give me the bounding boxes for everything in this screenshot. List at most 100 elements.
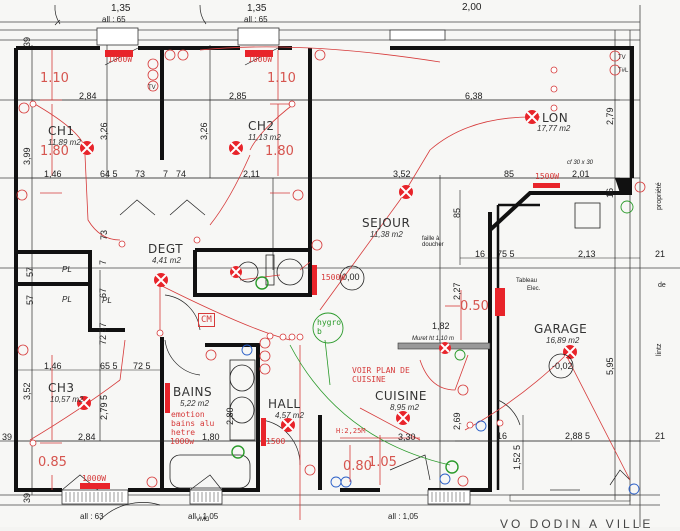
label-sejour-power: 1500W (321, 273, 346, 282)
room-salon-name: LON (542, 111, 569, 125)
label-elec: Elec. (527, 286, 541, 292)
room-degt-area: 4,41 m2 (152, 256, 181, 265)
room-ch1-name: CH1 (48, 124, 75, 138)
dim-garage-f: 2,88 5 (565, 431, 591, 441)
label-ch2-power: 1000W (248, 55, 273, 64)
garage-door-frame (509, 494, 631, 502)
height-ch1-low: 1.80 (40, 144, 69, 159)
room-sejour-area: 11,38 m2 (370, 230, 403, 239)
label-bottom-title: VO DODIN A VILLE (500, 517, 654, 531)
height-ch1-top: 1.10 (40, 71, 69, 86)
dim-row2-d: 7 (163, 169, 169, 179)
dim-row2-a: 1,46 (44, 169, 62, 179)
label-tel-salon: T#L (618, 68, 629, 74)
level-garage: -0,02 (552, 361, 573, 371)
room-bains-name: BAINS (173, 385, 213, 399)
room-cuisine-area: 8,95 m2 (390, 403, 419, 412)
label-ch3-power: 1000W (82, 474, 107, 483)
level-marker-sejour (339, 265, 365, 291)
room-pl-2: PL (62, 295, 72, 304)
dim-top-ch1-window: 1,35 (111, 3, 131, 14)
room-garage-area: 16,89 m2 (546, 336, 580, 345)
label-ch1-power: 1000W (108, 55, 133, 64)
heaters (80, 50, 560, 489)
vmc-vents (231, 200, 634, 474)
height-garage-panel: 0.50 (460, 299, 489, 314)
dim-v-bains: 2,80 (225, 407, 235, 425)
ventilation-lines (289, 339, 451, 466)
dim-row2-b: 64 5 (100, 169, 118, 179)
height-ch2-top: 1.10 (267, 71, 296, 86)
label-lintz: lintz (656, 343, 663, 356)
dim-v-ch3-depth: 3,52 (22, 382, 32, 400)
level-marker-garage (548, 353, 574, 379)
bath-fixtures (169, 202, 601, 489)
dim-top-ch1-sill: all : 65 (102, 15, 126, 24)
dim-garage-d: 21 (655, 249, 666, 259)
dim-v-pl2: 57 (25, 294, 35, 305)
label-cuisine-note-2: CUISINE (352, 375, 386, 384)
dim-lower-a: 1,46 (44, 361, 62, 371)
dim-v-ch3-inner: 2,79 5 (99, 394, 109, 420)
dim-v-a: 7 (98, 259, 108, 265)
room-ch1-area: 11,89 m2 (48, 138, 81, 147)
dim-top-ch2-window: 1,35 (247, 3, 267, 14)
window-hatching (65, 492, 465, 502)
dim-v-garage-lower: 1,52 5 (512, 444, 522, 470)
dim-v-salon: 2,79 (605, 107, 615, 125)
inner-walls (496, 203, 540, 490)
dim-lower-g: 1,82 (432, 321, 450, 331)
dim-v-c: 72 57 (98, 322, 108, 345)
height-arrows (40, 50, 462, 490)
dim-row2-c: 73 (135, 169, 146, 179)
sockets (16, 49, 646, 488)
dim-top-salon-window: 2,00 (462, 2, 482, 13)
switches (29, 66, 558, 447)
height-cuisine-b: 1.05 (368, 455, 397, 470)
dim-bottom-ch3-sill: all : 63 (80, 512, 104, 521)
dim-lower-b: 65 5 (100, 361, 118, 371)
room-bains-area: 5,22 m2 (180, 399, 209, 408)
room-sejour-name: SEJOUR (362, 216, 411, 230)
height-cuisine-a: 0.80 (343, 459, 372, 474)
dim-lower-e: 1,80 (202, 432, 220, 442)
dim-lower-f: 3,30 (398, 432, 416, 442)
label-de: de (658, 282, 666, 289)
label-cuisine-note-1: VOIR PLAN DE (352, 366, 410, 375)
dim-v-16: 16 (605, 187, 615, 198)
label-bains-note-2: bains alu (171, 419, 215, 428)
room-pl-3: PL (102, 296, 112, 305)
room-garage-name: GARAGE (534, 322, 588, 336)
dim-row2-f: 2,11 (243, 169, 260, 179)
door-swings (54, 4, 631, 521)
label-cm: CM (198, 313, 215, 328)
dim-v-garage: 5,95 (605, 357, 615, 375)
electric-panel (495, 288, 505, 316)
dim-garage-a: 16 (475, 249, 486, 259)
label-vmc: VMC (196, 517, 210, 523)
dim-lower-c: 72 5 (133, 361, 151, 371)
walls (14, 46, 634, 492)
dim-v-pl1: 57 (25, 266, 35, 277)
label-muret: Muret ht 1,10 m (412, 336, 455, 342)
dim-lower-d: 2,84 (78, 432, 96, 442)
room-pl-1: PL (62, 265, 72, 274)
label-tv-ch1: TV (148, 85, 156, 91)
dim-v-b: 67 (98, 287, 108, 298)
room-ch2-area: 11,13 m2 (248, 133, 281, 142)
dim-ch1-width: 2,84 (79, 91, 97, 101)
dim-garage-b: 75 5 (497, 249, 515, 259)
dim-v-sejour-85: 85 (452, 207, 462, 218)
dim-row2-g: 3,52 (393, 169, 411, 179)
electrical-wires (29, 46, 631, 520)
height-ch2-low: 1.80 (265, 144, 294, 159)
label-salon-power: 1500W (535, 172, 560, 181)
windows (61, 27, 471, 505)
label-conduit: cf 30 x 30 (567, 160, 594, 166)
height-ch3-low: 0.85 (38, 455, 67, 470)
label-hall-power: 1500 (266, 437, 286, 446)
label-hygro: hygro b (317, 318, 342, 337)
dim-bottom-cuisine-sill: all : 1,05 (388, 512, 419, 521)
